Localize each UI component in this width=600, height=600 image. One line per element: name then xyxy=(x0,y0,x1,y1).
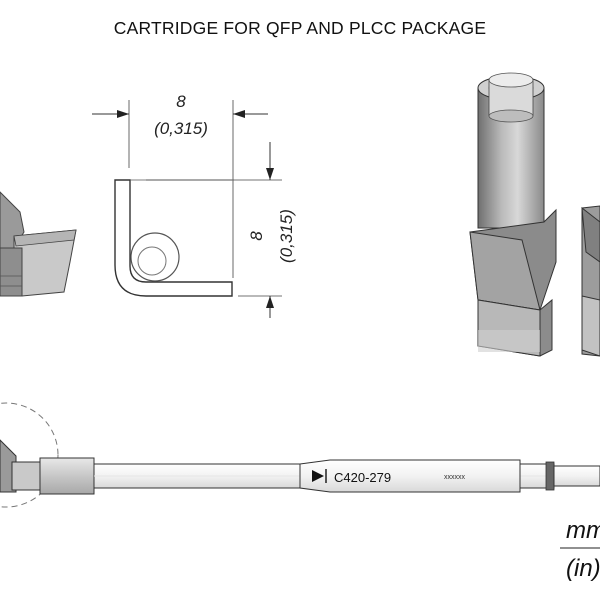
tip-3d-right-blade xyxy=(581,205,600,357)
arrowhead-icon xyxy=(233,110,245,118)
dim-width-mm: 8 xyxy=(176,92,186,111)
part-number-label: C420-279 xyxy=(334,470,391,485)
dim-height-in: (0,315) xyxy=(277,209,296,263)
units-legend: mm (in) xyxy=(560,517,600,582)
arrowhead-icon xyxy=(117,110,129,118)
tip-detail-left-partial xyxy=(0,191,77,297)
detail-circle xyxy=(0,402,59,508)
direction-arrow-icon xyxy=(312,470,324,482)
arrowhead-icon xyxy=(266,168,274,180)
dimension-width: 8 (0,315) xyxy=(92,92,268,278)
unit-in: (in) xyxy=(566,555,600,582)
marking-label: xxxxxx xyxy=(444,474,466,481)
tip-3d-left-blade xyxy=(469,72,557,357)
dimension-height: 8 (0,315) xyxy=(146,142,296,318)
page-title: CARTRIDGE FOR QFP AND PLCC PACKAGE xyxy=(113,18,487,38)
dim-width-in: (0,315) xyxy=(154,119,208,138)
unit-mm: mm xyxy=(566,517,600,544)
dim-height-mm: 8 xyxy=(247,231,266,241)
tip-profile-drawing xyxy=(114,179,233,297)
cartridge-side-view: C420-279 xxxxxx xyxy=(0,402,600,508)
arrowhead-icon xyxy=(266,296,274,308)
